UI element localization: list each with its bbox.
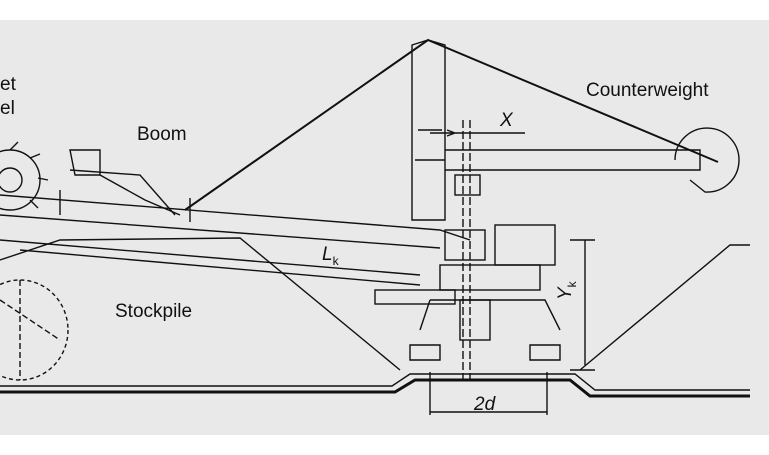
yk-sub: k — [564, 281, 579, 288]
mast-and-stays — [184, 38, 740, 221]
lk-label: Lk — [322, 244, 339, 268]
boom-label: Boom — [137, 124, 187, 145]
stockpile-outline — [0, 237, 750, 371]
x-dimension-label: X — [500, 110, 513, 131]
slewing-superstructure — [374, 120, 561, 380]
counterweight-label: Counterweight — [586, 80, 709, 101]
boom — [0, 149, 471, 276]
yk-label: Yk — [555, 281, 579, 300]
dimension-lines — [19, 129, 595, 415]
lk-sub: k — [332, 253, 339, 268]
bucket-wheel — [0, 141, 69, 381]
bucket-wheel-label-line1: et — [0, 74, 16, 95]
rail-gauge-label: 2d — [474, 394, 496, 415]
stockpile-label: Stockpile — [115, 301, 193, 322]
bucket-wheel-label-line2: el — [0, 98, 15, 119]
yk-main: Y — [555, 287, 576, 300]
lk-main: L — [322, 244, 333, 265]
diagram-background — [0, 20, 769, 435]
ground-rail-track — [0, 373, 750, 398]
